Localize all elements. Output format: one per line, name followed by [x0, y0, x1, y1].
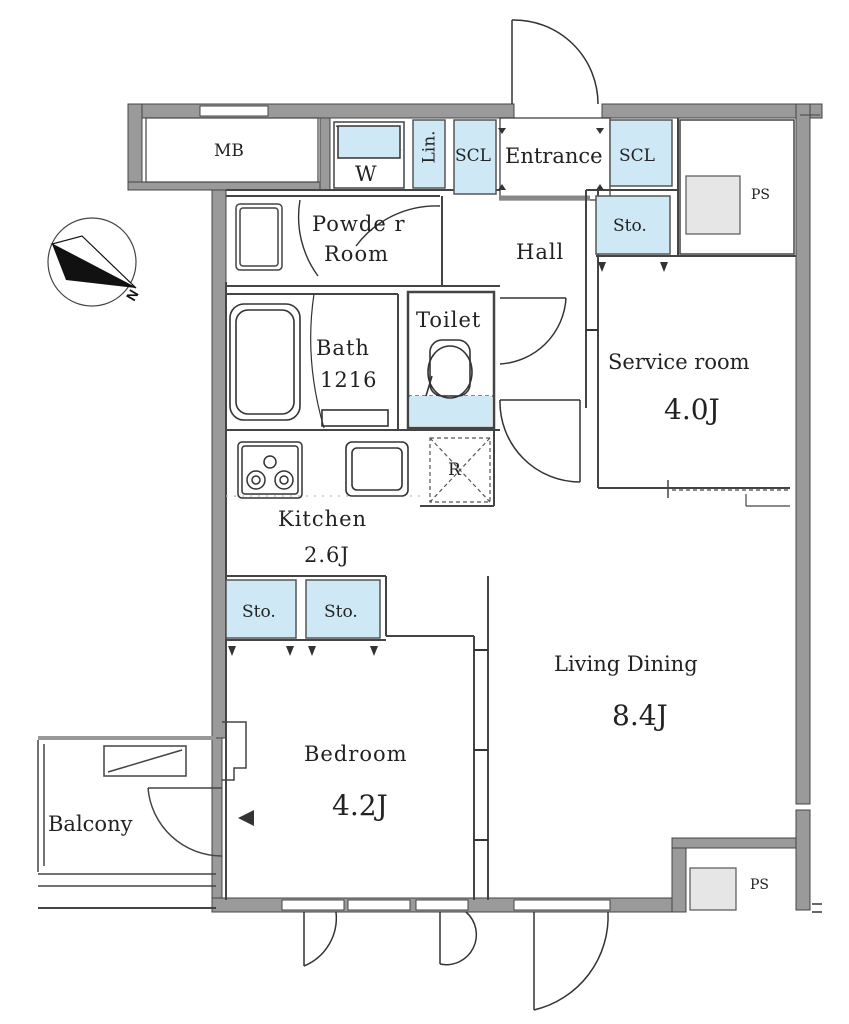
service-room-label: Service room	[608, 350, 750, 374]
compass-north-icon: N	[47, 217, 142, 307]
fridge-icon	[429, 437, 491, 503]
storage-door-marks	[228, 128, 668, 826]
svg-text:N: N	[123, 287, 142, 304]
stove-icon	[237, 441, 303, 499]
ps-shafts	[685, 175, 741, 911]
powder-door	[297, 199, 441, 277]
entrance-label: Entrance	[505, 144, 603, 168]
sto-hall-label: Sto.	[613, 216, 647, 236]
kitchen-size-label: 2.6J	[304, 543, 350, 567]
entrance-door	[499, 19, 611, 201]
powder-room-label-2: Room	[324, 242, 390, 266]
sto-bed-2-label: Sto.	[324, 602, 358, 622]
linen-label: Lin.	[419, 130, 440, 164]
hall-label: Hall	[516, 240, 565, 264]
bedroom-label: Bedroom	[304, 742, 408, 766]
bath-label: Bath	[316, 336, 370, 360]
bath-size-label: 1216	[320, 368, 378, 392]
balcony-label: Balcony	[48, 812, 133, 836]
windows	[199, 105, 820, 911]
kitchen-sink-icon	[345, 441, 409, 497]
storage-areas	[225, 119, 673, 639]
balcony	[37, 721, 247, 909]
service-room-size-label: 4.0J	[664, 393, 720, 426]
ps-bottom-label: PS	[750, 877, 770, 893]
sto-bed-1-label: Sto.	[242, 602, 276, 622]
bottom-doors	[303, 903, 822, 1011]
powder-room-label-1: Powde r	[312, 212, 406, 236]
bathtub-icon	[229, 293, 389, 429]
ps-top-label: PS	[751, 187, 771, 203]
toilet-icon	[425, 339, 473, 399]
interior-walls	[145, 117, 796, 900]
kitchen-label: Kitchen	[278, 507, 368, 531]
mb-label: MB	[214, 141, 244, 161]
washer-icon	[337, 125, 401, 159]
fridge-label: R	[448, 460, 461, 480]
living-dining-size-label: 8.4J	[612, 699, 668, 732]
bedroom-size-label: 4.2J	[332, 789, 388, 822]
living-dining-label: Living Dining	[554, 652, 698, 676]
toilet-label: Toilet	[416, 308, 482, 332]
sink-icon	[235, 203, 283, 271]
bedroom-arrow-icon	[238, 810, 254, 826]
toilet-door	[499, 297, 581, 483]
washer-label: W	[355, 162, 378, 186]
scl-left-label: SCL	[455, 146, 491, 166]
scl-right-label: SCL	[619, 146, 655, 166]
